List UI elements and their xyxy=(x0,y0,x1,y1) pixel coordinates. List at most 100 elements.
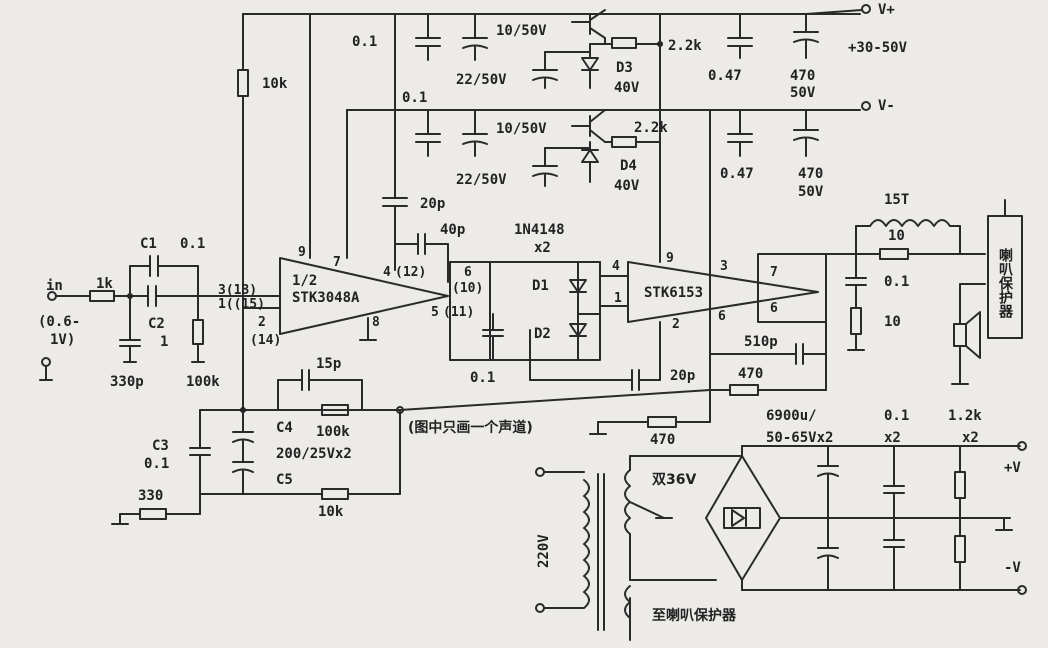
speaker-protector-label: 喇叭保护器 xyxy=(997,247,1014,319)
cap-01-out xyxy=(845,269,867,309)
cap-40p xyxy=(394,233,449,283)
c5-label: C5 xyxy=(276,472,293,488)
transformer-secondary-label: 双36V xyxy=(652,472,696,488)
ic2-pin-2: 2 xyxy=(672,317,680,332)
ic1-triangle xyxy=(279,257,449,335)
ic2-pin-4: 4 xyxy=(612,259,620,274)
d1-label: D1 xyxy=(532,278,549,294)
cap-15p xyxy=(277,369,363,411)
psu-vminus-label: -V xyxy=(1004,560,1021,576)
ic2-pin-6: 6 xyxy=(718,309,726,324)
cap-elec-top xyxy=(462,13,488,61)
c1-value-label: 0.1 xyxy=(180,236,205,252)
cap-047-top xyxy=(727,13,753,59)
r-100k-fb-label: 100k xyxy=(316,424,350,440)
cap-510p xyxy=(709,343,827,365)
c-470-bot-label: 470 xyxy=(798,166,823,182)
r-330-label: 330 xyxy=(138,488,163,504)
psu-vplus-label: +V xyxy=(1004,460,1021,476)
input-label: in xyxy=(46,278,63,294)
ic1-pin-5: 5 xyxy=(431,305,439,320)
resistor-10k-bot xyxy=(321,488,349,500)
c2-label: C2 xyxy=(148,316,165,332)
ic1-pin-1: 1((15) xyxy=(218,297,265,312)
diode-d2 xyxy=(569,313,587,361)
ic1-pin-11: (11) xyxy=(443,305,474,320)
d4-label: D4 xyxy=(620,158,637,174)
psu-c01-qty-label: x2 xyxy=(884,430,901,446)
ic2-out-pin-6: 6 xyxy=(770,301,778,316)
r-2k2-bot-label: 2.2k xyxy=(634,120,668,136)
in-range-1: (0.6- xyxy=(38,314,80,330)
ic1-pin-7: 7 xyxy=(333,255,341,270)
cap-c4-c5 xyxy=(232,409,254,495)
r-100k-input-label: 100k xyxy=(186,374,220,390)
transformer xyxy=(535,455,743,631)
psu-cap-v-label: 50-65Vx2 xyxy=(766,430,833,446)
cap-01-top xyxy=(415,13,441,61)
d2-label: D2 xyxy=(534,326,551,342)
ic2-pin-1: 1 xyxy=(614,291,622,306)
r-in-label: 1k xyxy=(96,276,113,292)
c-470-top-label: 470 xyxy=(790,68,815,84)
bridge-rectifier xyxy=(705,445,1021,591)
diode-d1 xyxy=(569,261,587,315)
psu-c01-label: 0.1 xyxy=(884,408,909,424)
c-330p-label: 330p xyxy=(110,374,144,390)
cap-22-50-bot xyxy=(532,147,591,187)
psu-r-qty-label: x2 xyxy=(962,430,979,446)
c-20p-bot-label: 20p xyxy=(670,368,695,384)
c-15p-label: 15p xyxy=(316,356,341,372)
psu-vminus-terminal xyxy=(1017,585,1027,595)
resistor-470-a xyxy=(709,384,827,396)
ic1-pin-6: 6 xyxy=(464,265,472,280)
c2-value-label: 1 xyxy=(160,334,168,350)
input-ground-terminal xyxy=(41,357,51,367)
psu-r-label: 1.2k xyxy=(948,408,982,424)
diode-part-label: 1N4148 xyxy=(514,222,565,238)
ic1-pin-4: 4 xyxy=(383,265,391,280)
resistor-10-out xyxy=(847,307,865,351)
transistor-bottom xyxy=(571,109,606,143)
single-channel-note: (图中只画一个声道) xyxy=(408,419,533,436)
r-10k-feed-label: 10k xyxy=(262,76,288,92)
r-470-a-label: 470 xyxy=(738,366,763,382)
c-047-top-label: 0.47 xyxy=(708,68,742,84)
ic1-name-1: 1/2 xyxy=(292,273,317,289)
ic1-pin-9: 9 xyxy=(298,245,306,260)
c3-label: C3 xyxy=(152,438,169,454)
resistor-1k-input xyxy=(89,290,115,302)
transistor-top xyxy=(571,9,606,45)
cap-c1 xyxy=(129,255,199,297)
ic1-name-2: STK3048A xyxy=(292,290,360,306)
cap-330p xyxy=(119,295,141,363)
d3-voltage-label: 40V xyxy=(614,80,640,96)
mains-voltage-label: 220V xyxy=(536,534,552,568)
c-510p-label: 510p xyxy=(744,334,778,350)
r-2k2-top-label: 2.2k xyxy=(668,38,702,54)
c-01-top-label: 0.1 xyxy=(352,34,377,50)
c-01-mid-label: 0.1 xyxy=(402,90,427,106)
c3-value-label: 0.1 xyxy=(144,456,169,472)
cap-470-top xyxy=(793,13,819,59)
r-10k-bot-label: 10k xyxy=(318,504,344,520)
c-22-50-top-label: 22/50V xyxy=(456,72,507,88)
ic1-pin-3: 3(13) xyxy=(218,283,257,298)
c-22-50-bot-label: 22/50V xyxy=(456,172,507,188)
ic2-out-pin-7: 7 xyxy=(770,265,778,280)
c-047-bot-label: 0.47 xyxy=(720,166,754,182)
cap-470-bot xyxy=(793,109,819,157)
c-10-50-bot-label: 10/50V xyxy=(496,121,547,137)
ic2-triangle xyxy=(627,261,819,323)
resistor-10k-feed xyxy=(237,13,249,411)
c-01-bias-label: 0.1 xyxy=(470,370,495,386)
resistor-10-coil xyxy=(855,225,986,260)
cap-01-mid xyxy=(415,109,441,157)
c-01-out-label: 0.1 xyxy=(884,274,909,290)
supply-range-label: +30-50V xyxy=(848,40,908,56)
ic2-pin-9: 9 xyxy=(666,251,674,266)
ic1-pin-10: (10) xyxy=(452,281,483,296)
c-470-bot-v-label: 50V xyxy=(798,184,824,200)
d3-label: D3 xyxy=(616,60,633,76)
